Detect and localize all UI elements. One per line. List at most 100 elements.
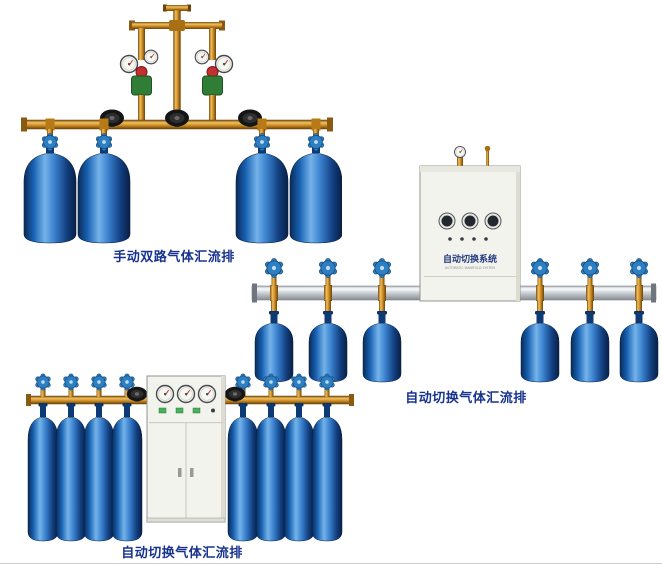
right-pressure-regulator [194,49,234,122]
cabinet-base [146,517,226,523]
product-figure-auto-switch-rail: 自动切换系统 AUTOMATIC MANIFOLD SYSTEM [250,146,660,391]
valve-riser [40,384,46,397]
top-manifold-assembly [129,4,225,123]
indicator-light [158,407,167,414]
regulator-body [131,75,152,96]
pipe-fitting [484,146,491,152]
cabinet-gauge-face [441,215,453,227]
cabinet-top-valve [457,152,463,166]
pressure-gauge [454,146,466,158]
cylinder-valve-wheel [530,257,550,279]
cabinet-top-pipe [486,146,489,166]
valve-stem [325,272,331,286]
gas-cylinder [27,402,59,542]
cylinder-valve-wheel [264,257,284,279]
valve-riser [296,384,302,397]
pipe-union [311,118,321,131]
cabinet-gauge-face [487,215,499,227]
cylinder-valve-wheel [263,373,279,391]
pipe-union [257,118,267,131]
cabinet-seam [424,276,516,277]
rail-union [378,285,386,301]
cylinder-pigtail [325,300,331,314]
valve-stem [271,272,277,286]
auto-switch-manifold-illustration: 自动切换系统 AUTOMATIC MANIFOLD SYSTEM [251,146,659,383]
gas-cylinder [362,310,402,383]
cylinder-valve-wheel [319,373,335,391]
footer-divider [0,563,662,564]
cylinder-pigtail [379,300,385,314]
cylinder-pigtail [537,300,543,314]
regulator-body [202,75,223,96]
cylinder-valve-wheel [318,257,338,279]
gas-cylinder [570,310,610,383]
auto-switch-cabinet-illustration [26,373,354,542]
indicator-dot [211,408,215,413]
left-pressure-regulator [119,49,159,122]
indicator-dot [448,237,452,241]
product-figure-auto-switch-cabinet [25,372,355,547]
cabinet-gauge [155,384,175,404]
tee-joint [169,20,185,31]
cabinet-top-strip [420,166,520,172]
cylinder-valve-wheel [41,132,59,152]
valve-riser [96,384,102,397]
rail-union [536,285,544,301]
pipe-end-cap [349,394,354,406]
pipe-union [99,118,109,131]
valve-riser [124,384,130,397]
control-cabinet [146,375,226,523]
cabinet-shading [516,166,520,301]
rail-union [635,285,643,301]
door-handle [190,468,194,477]
product-caption-auto-switch-cabinet: 自动切换气体汇流排 [121,546,243,561]
rail-union [324,285,332,301]
pipe-end-cap [327,117,333,132]
cabinet-sublabel: AUTOMATIC MANIFOLD SYSTEM [445,266,496,270]
valve-riser [68,384,74,397]
pipe-end-cap [26,394,31,406]
indicator-dot [460,237,464,241]
regulator-drop-pipe [138,95,145,122]
pressure-gauge [119,54,139,74]
cabinet-label: 自动切换系统 [443,253,497,265]
cabinet-gauge [197,384,217,404]
cylinder-valve-wheel [95,132,113,152]
gas-cylinder [77,137,131,244]
valve-stem [587,272,593,286]
top-tee-pipe [166,5,188,11]
pressure-gauge [143,49,159,65]
valve-riser [324,384,330,397]
cabinet-gauge-face [464,215,476,227]
product-caption-auto-switch-rail: 自动切换气体汇流排 [405,391,527,406]
cylinder-valve-wheel [91,373,107,391]
cylinder-valve-wheel [63,373,79,391]
cabinet-shading [221,376,225,522]
indicator-dot [472,237,476,241]
rail-end-cap [651,283,656,303]
gas-cylinder [255,402,287,542]
valve-stem [379,272,385,286]
gas-cylinder [227,402,259,542]
indicator-light [192,407,201,414]
cabinet-door-seam [185,422,187,518]
left-riser-pipe [138,28,145,60]
cylinder-pigtail [587,300,593,314]
indicator-dot [484,237,488,241]
rail-union [270,285,278,301]
cylinder-bank [254,257,659,383]
product-figure-manual-dual-manifold [12,0,342,250]
gas-cylinder [55,402,87,542]
valve-riser [268,384,274,397]
gas-cylinder [311,402,343,542]
cylinder-valve-wheel [629,257,649,279]
cylinder-pigtail [271,300,277,314]
top-tee-cap [187,4,191,12]
cabinet-body [419,165,521,302]
door-handle [178,468,182,477]
manual-dual-manifold-illustration [21,4,342,244]
product-caption-manual-dual: 手动双路气体汇流排 [113,250,235,265]
cabinet-gauge [176,384,196,404]
cylinder-pigtail [636,300,642,314]
